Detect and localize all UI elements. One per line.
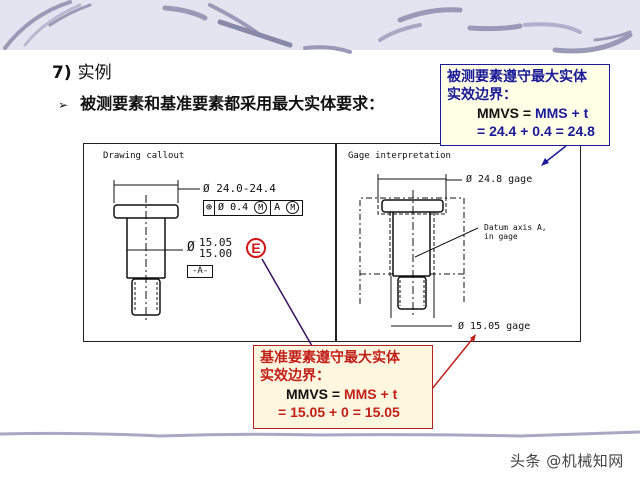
drawing-frame	[83, 143, 581, 342]
datum-feature-label: -A-	[187, 265, 214, 278]
position-icon: ⊕	[204, 201, 216, 215]
frame-divider	[335, 143, 337, 342]
shaft-diameter-prefix: Ø	[187, 240, 195, 255]
drawing-callout-label: Drawing callout	[103, 151, 185, 161]
fcf-datum: A M	[271, 201, 302, 215]
head-diameter-dimension: Ø 24.0-24.4	[203, 182, 276, 195]
bullet-item: ➢ 被测要素和基准要素都采用最大实体要求：	[58, 90, 384, 114]
measured-callout-line1: 被测要素遵守最大实体	[447, 69, 587, 85]
datum-feature-callout: 基准要素遵守最大实体 实效边界： MMVS = MMS + t = 15.05 …	[253, 345, 433, 429]
datum-axis-line1: Datum axis A,	[484, 223, 547, 232]
shaft-diameter-upper: 15.05	[199, 236, 233, 249]
shaft-gage-dimension: Ø 15.05 gage	[458, 321, 531, 332]
envelope-requirement-icon: E	[246, 238, 266, 258]
datum-callout-formula: MMVS = MMS + t	[286, 386, 398, 402]
mmc-modifier-icon: M	[254, 201, 268, 214]
title-text: 实例	[77, 63, 112, 83]
datum-callout-values: = 15.05 + 0 = 15.05	[278, 404, 400, 420]
brush-stroke-decoration	[3, 0, 633, 54]
datum-callout-line1: 基准要素遵守最大实体	[260, 350, 400, 366]
watermark: 头条 @机械知网	[510, 452, 624, 470]
mmc-modifier-icon: M	[286, 201, 300, 214]
feature-control-frame: ⊕ Ø 0.4 M A M	[203, 200, 304, 216]
measured-callout-values: = 24.4 + 0.4 = 24.8	[477, 123, 595, 139]
header-decoration	[0, 0, 640, 54]
measured-callout-formula: MMVS = MMS + t	[477, 105, 589, 121]
shaft-diameter-tolerance: 15.05 15.00	[199, 237, 232, 259]
bullet-text: 被测要素和基准要素都采用最大实体要求：	[80, 94, 385, 113]
bullet-arrow-icon: ➢	[58, 98, 69, 112]
measured-callout-line2: 实效边界：	[447, 87, 517, 103]
fcf-tolerance: Ø 0.4 M	[215, 201, 272, 215]
datum-axis-note: Datum axis A, in gage	[484, 223, 547, 241]
slide-title: 7)实例	[52, 58, 112, 83]
title-number: 7)	[52, 63, 72, 83]
head-gage-dimension: Ø 24.8 gage	[466, 174, 533, 185]
datum-callout-line2: 实效边界：	[260, 368, 330, 384]
gage-interpretation-label: Gage interpretation	[348, 151, 451, 161]
datum-axis-line2: in gage	[484, 232, 518, 241]
shaft-diameter-lower: 15.00	[199, 247, 233, 260]
measured-feature-callout: 被测要素遵守最大实体 实效边界： MMVS = MMS + t = 24.4 +…	[440, 64, 610, 146]
